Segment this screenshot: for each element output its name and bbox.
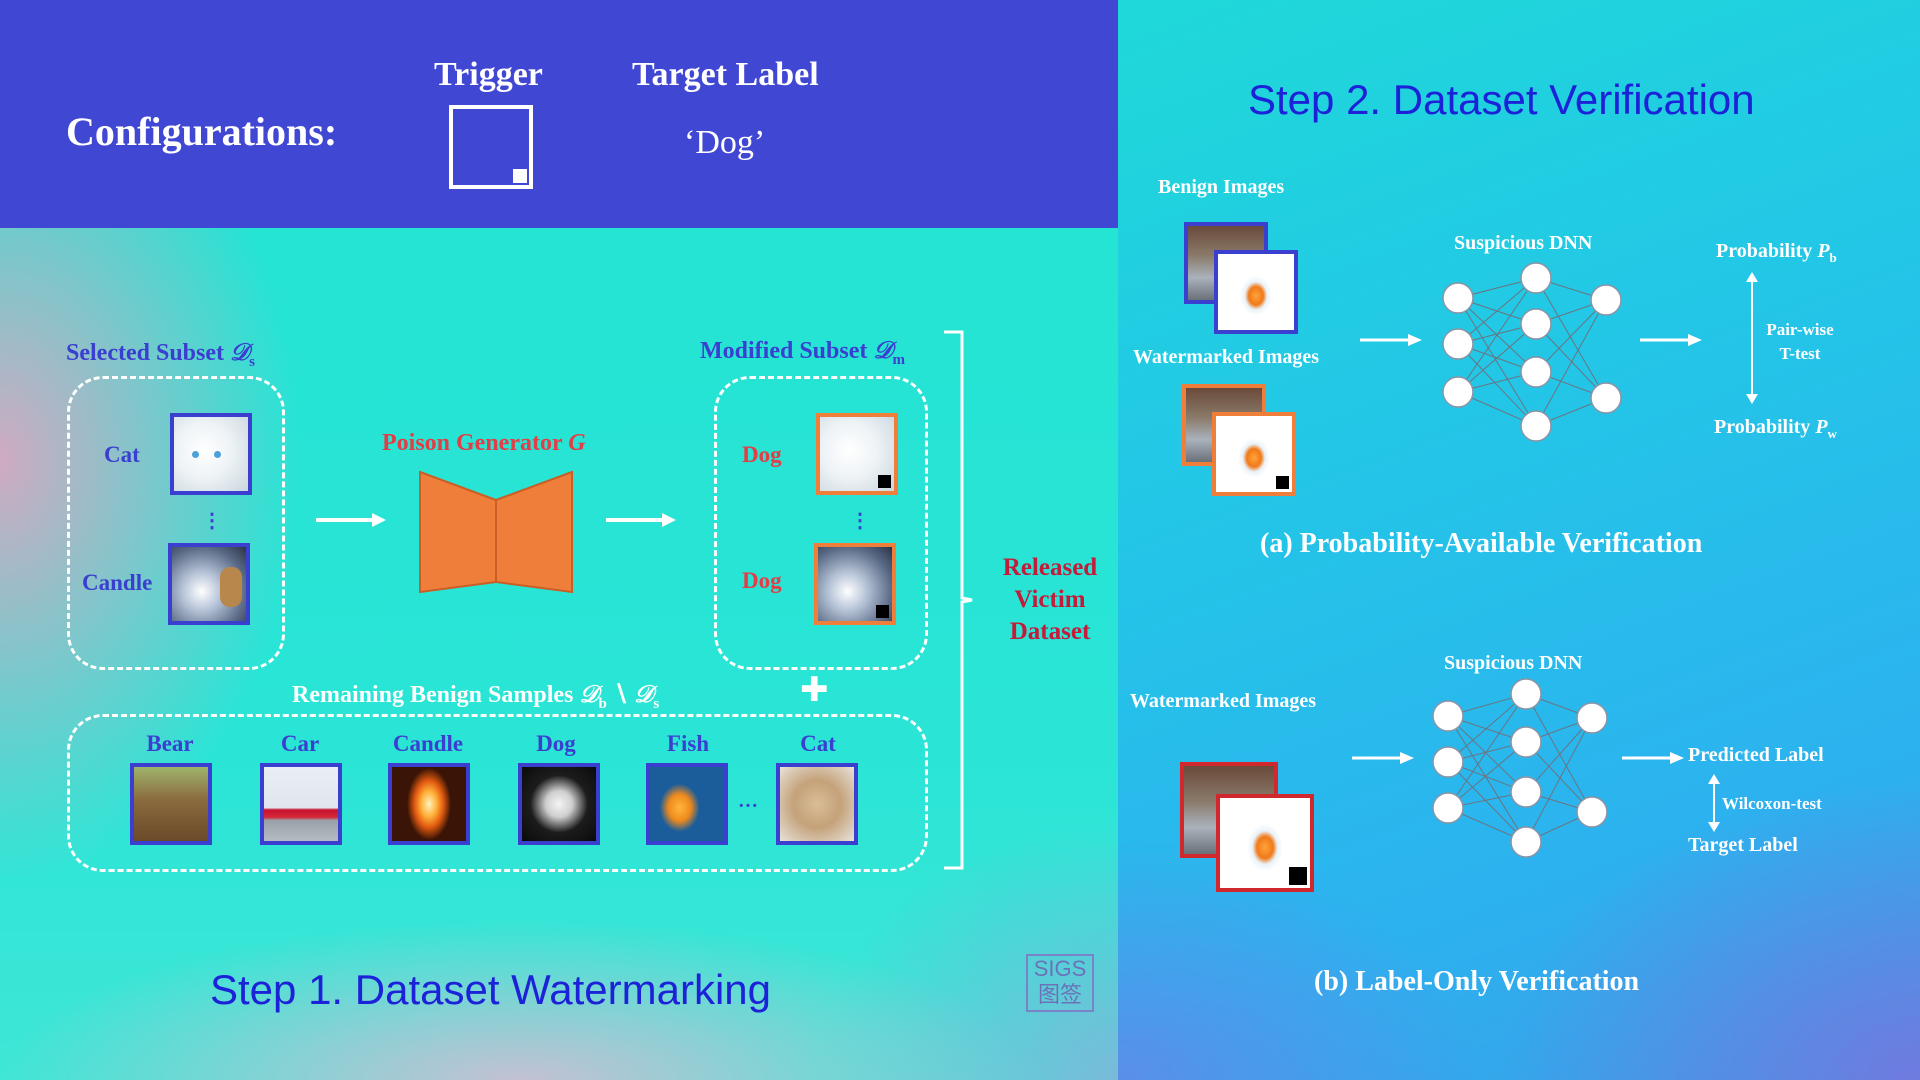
selected-subset-box [67,376,285,670]
watermarked-images-label-a: Watermarked Images [1133,346,1320,368]
double-arrow-b [1708,774,1720,832]
modified-cat-thumbnail [816,413,898,495]
released-bracket [944,330,973,870]
probability-pb: Probability Pb [1716,240,1837,265]
trigger-patch [876,605,889,618]
modified-subset-title: Modified Subset 𝒟m [700,338,906,368]
config-heading: Configurations: [66,109,338,154]
step1-title: Step 1. Dataset Watermarking [210,966,772,1013]
target-label-heading: Target Label [632,56,819,93]
trigger-patch [878,475,891,488]
car-thumbnail [260,763,342,845]
arrow-to-modified [606,513,676,527]
generator-title: Poison Generator G [382,430,586,456]
modified-item-label-2: Dog [742,568,782,593]
caption-b: (b) Label-Only Verification [1314,966,1640,997]
remaining-title: Remaining Benign Samples 𝒟b ∖ 𝒟s [292,682,660,712]
trigger-patch [1289,867,1307,885]
poison-generator-icon [419,470,573,594]
watermarked-fish-thumbnail-b [1216,794,1314,892]
remaining-label-fish: Fish [666,731,710,756]
selected-subset-symbol: 𝒟 [230,340,250,366]
pairwise-ttest: Pair-wise T-test [1766,320,1834,363]
neural-network-b [1432,678,1608,858]
arrow-to-dnn-b [1352,752,1414,764]
predicted-label: Predicted Label [1688,744,1824,766]
dog-thumbnail [518,763,600,845]
selected-ellipsis: ⋮ [202,510,222,532]
candle-thumbnail [168,543,250,625]
caption-a: (a) Probability-Available Verification [1260,528,1703,559]
neural-network-a [1442,262,1622,442]
wilcoxon-test: Wilcoxon-test [1722,794,1822,813]
plus-icon: ✚ [800,672,829,709]
target-label-value: ‘Dog’ [684,124,766,161]
remaining-label-candle: Candle [392,731,464,756]
released-victim-dataset: Released Victim Dataset [1002,554,1098,645]
modified-item-label-1: Dog [742,442,782,467]
dnn-label-b: Suspicious DNN [1444,652,1583,674]
arrow-to-prob-a [1640,334,1702,346]
double-arrow-a [1746,272,1758,404]
config-band [0,0,1118,228]
remaining-more: … [738,790,758,812]
trigger-patch [1276,476,1289,489]
watermarked-images-label-b: Watermarked Images [1130,690,1317,712]
selected-item-label-cat: Cat [104,442,140,467]
arrow-to-predicted [1622,752,1684,764]
bear-thumbnail [130,763,212,845]
trigger-corner [513,169,527,183]
arrow-to-dnn-a [1360,334,1422,346]
sigs-logo: SIGS 图签 [1026,954,1094,1012]
remaining-label-car: Car [280,731,320,756]
step2-title: Step 2. Dataset Verification [1248,76,1755,123]
modified-candle-thumbnail [814,543,896,625]
modified-ellipsis: ⋮ [850,510,870,532]
remaining-label-bear: Bear [146,731,194,756]
remaining-box [67,714,928,872]
cat-photo-thumbnail [776,763,858,845]
benign-fish-thumbnail [1214,250,1298,334]
generator-symbol: G [568,430,586,456]
probability-pw: Probability Pw [1714,416,1837,441]
remaining-label-cat: Cat [800,731,836,756]
right-panel [1118,0,1920,1080]
selected-subset-title: Selected Subset 𝒟s [66,340,255,370]
candle-photo-thumbnail [388,763,470,845]
remaining-label-dog: Dog [536,731,576,756]
selected-item-label-candle: Candle [82,570,153,595]
trigger-heading: Trigger [434,56,543,93]
modified-subset-symbol: 𝒟 [873,338,893,364]
trigger-pattern [449,105,533,189]
arrow-to-generator [316,513,386,527]
watermarked-fish-thumbnail-a [1212,412,1296,496]
dnn-label-a: Suspicious DNN [1454,232,1593,254]
fish-thumbnail [646,763,728,845]
modified-subset-box [714,376,928,670]
target-label: Target Label [1688,834,1798,856]
benign-images-label: Benign Images [1158,176,1285,198]
cat-thumbnail [170,413,252,495]
